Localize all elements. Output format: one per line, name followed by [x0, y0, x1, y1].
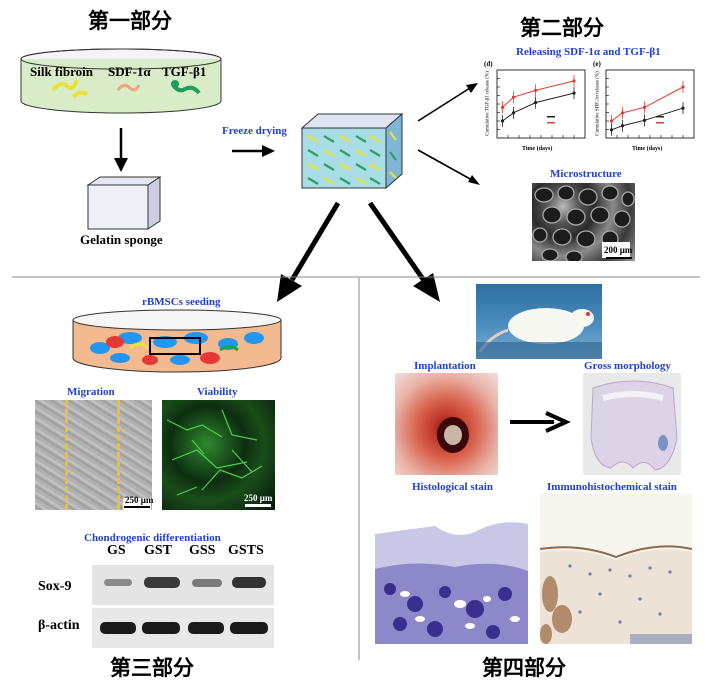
silk-fibroin-label: Silk fibroin: [30, 64, 93, 79]
chart-d-xlabel: Time (days): [522, 146, 553, 152]
freeze-drying-label: Freeze drying: [222, 125, 287, 137]
petri-dish-illustration: [20, 48, 222, 114]
section-title-part2: 第二部分: [520, 16, 604, 40]
release-chart-e: [590, 60, 700, 152]
microstructure-scale-label: 200 μm: [604, 245, 633, 255]
chart-e-ylabel: Cumulative SDF-1α release (%): [595, 71, 601, 136]
sdf-label: SDF-1α: [108, 64, 151, 79]
group-label-gss: GSS: [189, 543, 216, 558]
group-label-gs: GS: [107, 543, 126, 558]
release-point: [609, 128, 614, 132]
microstructure-title: Microstructure: [550, 168, 622, 180]
release-point: [620, 124, 625, 128]
release-point: [500, 105, 505, 109]
gelatin-cube-illustration: [86, 176, 162, 230]
implantation-title: Implantation: [414, 360, 476, 372]
arrow-right-icon: [510, 411, 571, 433]
release-point: [572, 79, 576, 83]
histological-title: Histological stain: [412, 481, 493, 493]
section-title-part3: 第三部分: [110, 656, 194, 680]
release-series-line: [611, 107, 684, 131]
migration-scale-label: 250 μm: [125, 495, 154, 505]
chart-d-ylabel: Cumulative TGF-β1 release (%): [485, 71, 491, 136]
release-point: [511, 95, 516, 99]
immunohistochemical-image: [540, 494, 692, 644]
seeding-title: rBMSCs seeding: [142, 296, 221, 308]
chondro-title: Chondrogenic differentiation: [84, 532, 221, 544]
chart-frame: [496, 69, 586, 139]
migration-image: [35, 400, 152, 510]
tgf-label: TGF-β1: [162, 64, 207, 79]
viability-title: Viability: [197, 386, 238, 398]
release-point: [681, 106, 685, 110]
release-point: [511, 111, 516, 115]
release-point: [500, 119, 505, 123]
row-label-sox9: Sox-9: [38, 579, 72, 594]
release-point: [533, 101, 538, 105]
group-label-gsts: GSTS: [228, 543, 264, 558]
microstructure-scale-bar: [606, 257, 632, 259]
release-point: [620, 111, 625, 115]
release-point: [572, 91, 576, 95]
rat-photo: [476, 284, 602, 359]
histological-image: [375, 494, 528, 644]
release-series-line: [502, 92, 575, 122]
release-point: [533, 88, 538, 92]
release-series-line: [611, 86, 684, 122]
western-blot-sox9: [92, 565, 274, 605]
section-title-part1: 第一部分: [88, 9, 172, 33]
release-point: [681, 85, 685, 89]
western-blot-actin: [92, 608, 274, 648]
release-point: [609, 119, 614, 123]
gross-morphology-photo: [583, 373, 681, 475]
section-title-part4: 第四部分: [482, 656, 566, 680]
viability-scale-label: 250 μm: [244, 493, 273, 503]
chart-e-tag: (e): [593, 60, 601, 68]
immuno-title: Immunohistochemical stain: [547, 481, 677, 493]
arrow-right-icon: [232, 145, 275, 157]
chart-e-xlabel: Time (days): [632, 146, 663, 152]
release-title: Releasing SDF-1α and TGF-β1: [516, 46, 661, 58]
microstructure-sem-image: [532, 183, 635, 261]
viability-image: [162, 400, 275, 510]
migration-title: Migration: [67, 386, 115, 398]
release-series-line: [502, 80, 575, 108]
release-point: [642, 105, 647, 109]
scaffold-cube-illustration: [300, 112, 404, 190]
gross-morphology-title: Gross morphology: [584, 360, 671, 372]
implantation-photo: [395, 373, 498, 475]
migration-scale-bar: [124, 506, 150, 508]
row-label-actin: β-actin: [38, 618, 80, 633]
group-label-gst: GST: [144, 543, 173, 558]
viability-scale-bar: [245, 504, 271, 507]
seeding-dish-illustration: [72, 309, 282, 373]
gelatin-sponge-label: Gelatin sponge: [80, 232, 163, 247]
arrow-down-icon: [114, 128, 128, 172]
chart-d-tag: (d): [484, 60, 493, 68]
release-chart-d: [481, 60, 591, 152]
release-point: [642, 118, 647, 122]
